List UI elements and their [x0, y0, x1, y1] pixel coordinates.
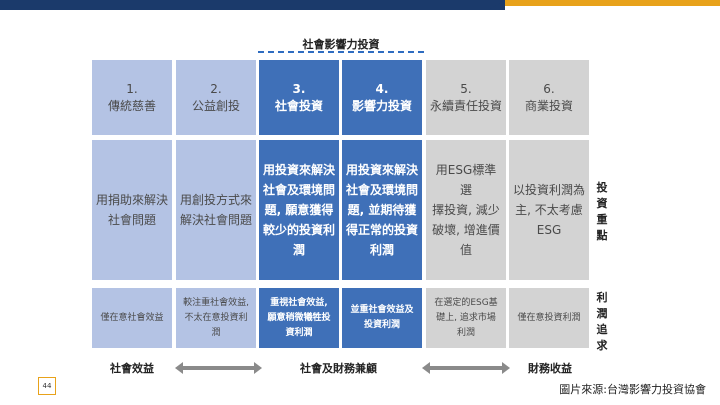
focus-line: 解決社會問題	[180, 213, 253, 227]
focus-line: 擇投資, 減少	[432, 203, 500, 217]
top-band-wedge	[488, 0, 506, 10]
column-number: 1.	[126, 81, 138, 96]
column-title: 永續責任投資	[429, 98, 502, 113]
column-number: 5.	[460, 81, 472, 96]
column-header-1: 1. 傳統慈善	[92, 60, 172, 135]
focus-line: 值	[459, 243, 472, 257]
side-label-focus: 投資重點	[595, 180, 609, 244]
arrow-left-head-1	[175, 362, 183, 374]
focus-line: 社會及環境問	[346, 183, 419, 197]
column-number: 3.	[292, 81, 306, 96]
column-title: 公益創投	[191, 98, 240, 113]
footer-financial-return: 財務收益	[528, 362, 572, 375]
column-header-2: 2. 公益創投	[176, 60, 256, 135]
profit-line: 利潤	[456, 327, 475, 338]
profit-line: 投資利潤	[363, 320, 400, 330]
focus-line: 潤	[292, 243, 305, 257]
profit-pursuit-2: 較注重社會效益, 不太在意投資利潤	[176, 288, 256, 348]
arrow-shaft-1	[182, 366, 254, 370]
side-char: 重	[596, 213, 608, 226]
focus-line: ESG	[536, 223, 562, 237]
profit-pursuit-3: 重視社會效益, 願意稍微犧牲投資利潤	[259, 288, 339, 348]
focus-line: 破壞, 增進價	[432, 223, 500, 237]
investment-focus-4: 用投資來解決社會及環境問題, 並期待獲得正常的投資利潤	[342, 140, 422, 280]
investment-focus-1: 用捐助來解決社會問題	[92, 140, 172, 280]
focus-line: 主, 不太考慮	[515, 203, 583, 217]
focus-line: 用創投方式來	[180, 193, 253, 207]
profit-line: 不太在意投資利	[184, 312, 248, 323]
arrow-right-head-1	[254, 362, 262, 374]
focus-line: 用投資來解決	[263, 163, 336, 177]
focus-line: 題, 並期待獲	[347, 203, 417, 217]
profit-line: 重視社會效益,	[270, 297, 328, 308]
investment-focus-2: 用創投方式來解決社會問題	[176, 140, 256, 280]
side-char: 利	[596, 291, 608, 304]
side-char: 潤	[596, 307, 608, 320]
header-dashed-line	[258, 51, 424, 53]
column-number: 6.	[543, 81, 555, 96]
focus-line: 題, 願意獲得	[264, 203, 334, 217]
page-number: 44	[38, 377, 56, 395]
top-band-navy	[0, 0, 505, 10]
footer-balanced: 社會及財務兼顧	[300, 362, 377, 375]
column-title: 傳統慈善	[107, 98, 156, 113]
profit-line: 潤	[211, 327, 221, 338]
focus-line: 社會及環境問	[263, 183, 336, 197]
profit-pursuit-4: 並重社會效益及投資利潤	[342, 288, 422, 348]
column-number: 4.	[375, 81, 389, 96]
column-header-5: 5. 永續責任投資	[426, 60, 506, 135]
investment-focus-6: 以投資利潤為主, 不太考慮 ESG	[509, 140, 589, 280]
column-title: 影響力投資	[351, 98, 412, 113]
focus-line: 用捐助來解決	[96, 193, 169, 207]
side-char: 追	[596, 323, 608, 336]
column-header-3: 3. 社會投資	[259, 60, 339, 135]
image-source: 圖片來源:台灣影響力投資協會	[559, 383, 706, 396]
investment-focus-3: 用投資來解決社會及環境問題, 願意獲得較少的投資利潤	[259, 140, 339, 280]
top-band-orange	[505, 0, 720, 6]
impact-investing-header: 社會影響力投資	[302, 38, 380, 51]
column-header-4: 4. 影響力投資	[342, 60, 422, 135]
column-number: 2.	[210, 81, 222, 96]
profit-line: 在選定的ESG基	[434, 297, 498, 308]
focus-line: 以投資利潤為	[513, 183, 586, 197]
focus-line: 得正常的投資	[346, 223, 419, 237]
column-header-6: 6. 商業投資	[509, 60, 589, 135]
profit-line: 願意稍微犧牲投	[267, 312, 331, 323]
arrow-shaft-2	[430, 366, 502, 370]
profit-pursuit-6: 僅在意投資利潤	[509, 288, 589, 348]
profit-line: 僅在意社會效益	[100, 312, 164, 323]
side-char: 求	[596, 339, 608, 352]
footer-social-benefit: 社會效益	[110, 362, 154, 375]
profit-line: 僅在意投資利潤	[517, 312, 581, 323]
column-title: 社會投資	[274, 98, 323, 113]
focus-line: 社會問題	[107, 213, 156, 227]
profit-line: 並重社會效益及	[350, 305, 414, 315]
side-label-profit: 利潤追求	[595, 290, 609, 354]
side-char: 資	[596, 197, 608, 210]
profit-line: 礎上, 追求市場	[436, 312, 496, 323]
arrow-right-head-2	[502, 362, 510, 374]
profit-line: 資利潤	[285, 327, 313, 338]
column-title: 商業投資	[524, 98, 573, 113]
profit-pursuit-1: 僅在意社會效益	[92, 288, 172, 348]
focus-line: 用投資來解決	[346, 163, 419, 177]
focus-line: 較少的投資利	[263, 223, 336, 237]
profit-line: 較注重社會效益,	[183, 297, 249, 308]
side-char: 投	[596, 181, 608, 194]
focus-line: 利潤	[369, 243, 394, 257]
investment-focus-5: 用ESG標準選擇投資, 減少破壞, 增進價值	[426, 140, 506, 280]
focus-line: 用ESG標準選	[435, 163, 497, 197]
arrow-left-head-2	[422, 362, 430, 374]
side-char: 點	[596, 229, 608, 242]
profit-pursuit-5: 在選定的ESG基礎上, 追求市場利潤	[426, 288, 506, 348]
